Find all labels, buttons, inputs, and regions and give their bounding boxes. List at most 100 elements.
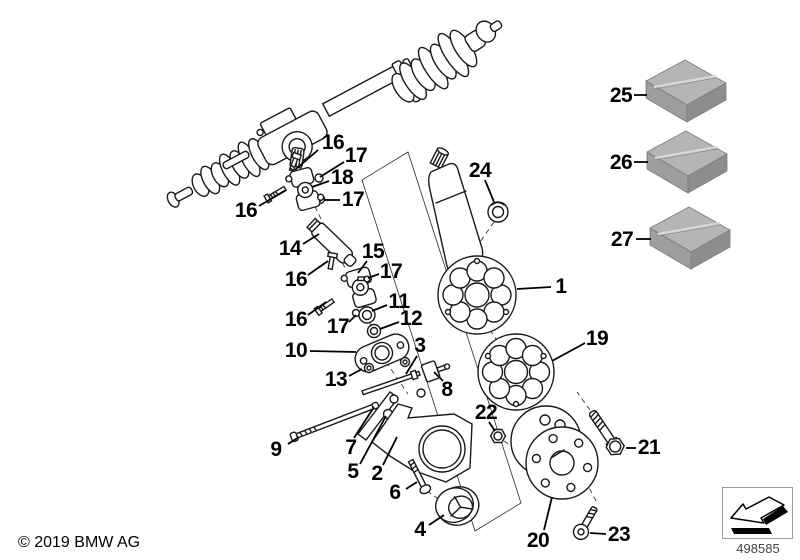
bolt-6 <box>407 458 432 495</box>
bolt-16-top <box>288 151 303 173</box>
package-25 <box>644 58 728 124</box>
document-number: 498585 <box>736 541 780 556</box>
column-flange-1 <box>437 255 517 335</box>
part-callout-16[interactable]: 16 <box>284 268 308 291</box>
part-callout-17[interactable]: 17 <box>379 260 403 283</box>
steering-rack-assembly <box>166 20 503 208</box>
leader-line-16 <box>258 189 287 207</box>
bolt-16-low <box>313 297 336 317</box>
bearing-ring-4 <box>435 486 480 526</box>
part-callout-16[interactable]: 16 <box>284 308 308 331</box>
grommets-13 <box>363 356 411 374</box>
rack-tube <box>321 65 401 118</box>
pinion-housing <box>256 107 328 166</box>
leader-line-20 <box>543 496 553 531</box>
part-callout-14[interactable]: 14 <box>278 237 302 260</box>
package-27 <box>648 205 732 271</box>
joint-chain <box>263 151 411 374</box>
leader-line-8 <box>433 371 444 382</box>
part-callout-17[interactable]: 17 <box>344 144 368 167</box>
leader-lines <box>258 94 651 535</box>
drive-disc-19 <box>477 333 555 411</box>
universal-joint-18 <box>285 167 325 211</box>
part-callout-16[interactable]: 16 <box>321 131 345 154</box>
part-callout-2[interactable]: 2 <box>371 462 383 485</box>
leader-line-4 <box>428 514 445 526</box>
pin-3 <box>361 369 421 396</box>
part-callout-20[interactable]: 20 <box>526 529 550 552</box>
direction-arrow-icon <box>730 496 788 534</box>
part-callout-17[interactable]: 17 <box>341 188 365 211</box>
leader-line-23 <box>589 532 607 535</box>
leader-line-22 <box>488 421 496 432</box>
leader-line-5 <box>359 415 387 465</box>
bracket-8 <box>420 360 451 383</box>
part-callout-10[interactable]: 10 <box>284 339 308 362</box>
part-callout-6[interactable]: 6 <box>389 481 401 504</box>
column-spline <box>429 147 450 170</box>
part-callout-1[interactable]: 1 <box>555 275 567 298</box>
part-callout-3[interactable]: 3 <box>414 334 426 357</box>
bracket-assembly <box>289 360 480 526</box>
part-callout-22[interactable]: 22 <box>474 401 498 424</box>
left-bellows <box>166 138 270 208</box>
leader-line-17 <box>319 161 345 178</box>
part-callout-12[interactable]: 12 <box>399 307 423 330</box>
leader-line-1 <box>516 286 552 290</box>
leader-line-3 <box>405 355 418 375</box>
leader-line-14 <box>302 233 320 245</box>
part-callout-27[interactable]: 27 <box>610 228 634 251</box>
nut-22 <box>489 428 507 444</box>
part-callout-15[interactable]: 15 <box>361 240 385 263</box>
grommet-24 <box>487 201 509 223</box>
part-callout-24[interactable]: 24 <box>468 159 492 182</box>
leader-line-11 <box>371 304 388 312</box>
bolt-23 <box>572 506 598 541</box>
part-callout-21[interactable]: 21 <box>637 436 661 459</box>
copyright-text: © 2019 BMW AG <box>18 534 141 551</box>
leader-line-7 <box>353 406 375 439</box>
leader-line-12 <box>379 321 400 330</box>
part-callout-18[interactable]: 18 <box>330 166 354 189</box>
leader-line-6 <box>405 481 418 490</box>
right-bellows <box>391 20 503 103</box>
direction-arrow-box <box>722 487 793 539</box>
part-callout-25[interactable]: 25 <box>609 84 633 107</box>
leader-line-18 <box>311 180 330 188</box>
leader-line-19 <box>551 342 586 362</box>
inner-tie-rod <box>222 150 250 170</box>
bolt-21 <box>588 409 625 456</box>
flange-plate-10 <box>354 333 410 373</box>
part-callout-4[interactable]: 4 <box>414 518 426 541</box>
part-callout-7[interactable]: 7 <box>345 436 357 459</box>
bolt-9 <box>289 401 380 443</box>
part-callout-23[interactable]: 23 <box>607 523 631 546</box>
part-callout-19[interactable]: 19 <box>585 327 609 350</box>
part-callout-13[interactable]: 13 <box>324 368 348 391</box>
bolt-16-mid <box>326 251 339 271</box>
part-callout-16[interactable]: 16 <box>234 199 258 222</box>
part-callout-26[interactable]: 26 <box>609 151 633 174</box>
leader-line-2 <box>382 436 398 466</box>
ring-12 <box>366 323 382 339</box>
hub-20 <box>510 405 599 500</box>
part-callout-11[interactable]: 11 <box>388 290 410 313</box>
leader-line-13 <box>348 368 363 377</box>
leader-line-16 <box>307 260 329 276</box>
leader-line-10 <box>309 350 357 353</box>
leader-line-17 <box>348 314 357 323</box>
leader-line-16 <box>294 149 319 171</box>
part-callout-17[interactable]: 17 <box>326 315 350 338</box>
bushing-11 <box>358 306 376 324</box>
part-callout-5[interactable]: 5 <box>347 460 359 483</box>
leader-line-17 <box>367 273 380 279</box>
leader-line-15 <box>357 260 368 274</box>
intermediate-shaft-14 <box>305 217 357 267</box>
leader-line-16 <box>307 301 327 316</box>
part-callout-8[interactable]: 8 <box>441 378 453 401</box>
leader-line-9 <box>287 436 300 445</box>
part-callout-9[interactable]: 9 <box>270 438 282 461</box>
